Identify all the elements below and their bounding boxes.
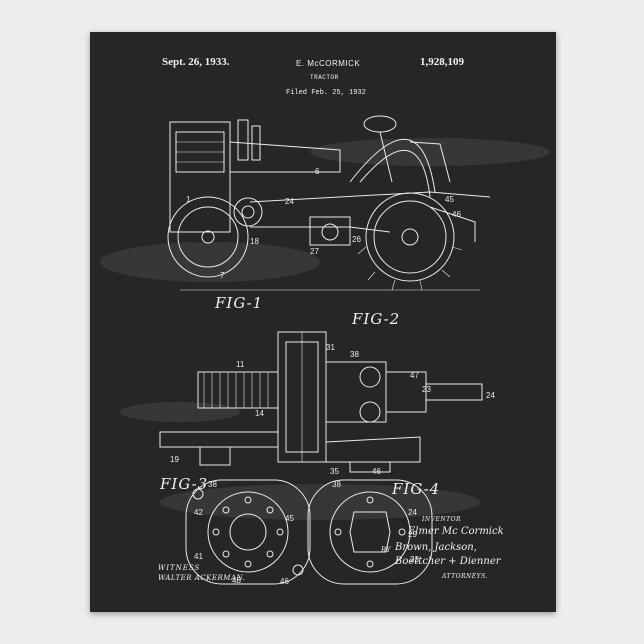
svg-text:7: 7	[220, 271, 225, 280]
svg-text:42: 42	[194, 508, 203, 517]
witness-title: WITNESS	[158, 564, 200, 572]
svg-text:45: 45	[445, 195, 454, 204]
svg-text:46: 46	[452, 210, 461, 219]
patent-subject: TRACTOR	[310, 74, 339, 81]
svg-text:38: 38	[208, 480, 217, 489]
svg-text:26: 26	[352, 235, 361, 244]
svg-text:45: 45	[285, 514, 294, 523]
svg-text:31: 31	[326, 343, 335, 352]
witness-name: WALTER ACKERMAN.	[158, 574, 245, 582]
svg-text:46: 46	[280, 577, 289, 586]
svg-text:11: 11	[236, 360, 245, 369]
attorneys-title: ATTORNEYS.	[442, 573, 488, 580]
patent-number: 1,928,109	[420, 56, 464, 68]
fig4-label: FIG-4	[392, 480, 440, 498]
inventor-signature: Elmer Mc Cormick	[408, 526, 504, 537]
svg-text:47: 47	[410, 371, 419, 380]
svg-text:24: 24	[408, 508, 417, 517]
patent-poster: 6 24 18 27 26 45 46 7 1	[90, 32, 556, 612]
inventor-title: INVENTOR	[422, 516, 461, 523]
svg-text:24: 24	[486, 391, 495, 400]
svg-text:46: 46	[372, 467, 381, 476]
attorneys-line-1: Brown, Jackson,	[395, 542, 477, 553]
attorneys-line-2: Boettcher + Dienner	[395, 556, 501, 567]
svg-text:24: 24	[285, 197, 294, 206]
svg-text:14: 14	[255, 409, 264, 418]
svg-text:38: 38	[332, 480, 341, 489]
by-label: BY	[381, 546, 391, 554]
svg-text:35: 35	[330, 467, 339, 476]
patent-filed-date: Filed Feb. 25, 1932	[286, 89, 366, 97]
fig2-label: FIG-2	[352, 310, 400, 328]
patent-drawing: 6 24 18 27 26 45 46 7 1	[90, 32, 556, 612]
fig3-label: FIG-3	[160, 475, 208, 493]
svg-text:18: 18	[250, 237, 259, 246]
svg-text:27: 27	[310, 247, 319, 256]
svg-text:38: 38	[350, 350, 359, 359]
svg-text:23: 23	[422, 385, 431, 394]
patent-date: Sept. 26, 1933.	[162, 56, 230, 68]
svg-text:6: 6	[315, 167, 320, 176]
svg-text:19: 19	[170, 455, 179, 464]
fig1-label: FIG-1	[215, 294, 263, 312]
svg-text:41: 41	[194, 552, 203, 561]
chalk-texture	[100, 138, 550, 520]
svg-text:1: 1	[186, 195, 191, 204]
patent-inventor: E. McCORMICK	[296, 59, 360, 68]
